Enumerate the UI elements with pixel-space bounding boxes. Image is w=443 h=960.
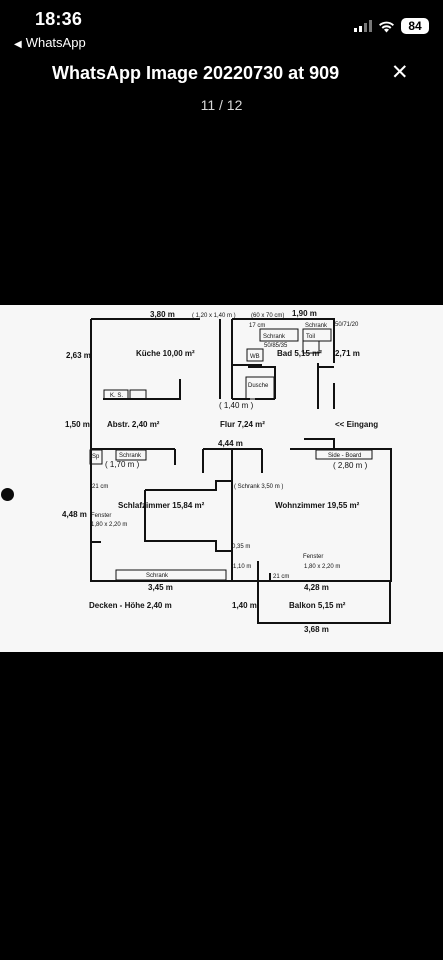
label-fenster-right: Fenster — [303, 554, 323, 560]
status-time: 18:36 — [35, 9, 83, 29]
label-wb: WB — [250, 354, 260, 360]
dim-fenster-right: 1,80 x 2,20 m — [304, 564, 340, 570]
floorplan-drawing: 3,80 m ( 1,20 x 1,40 m ) (60 x 70 cm) 1,… — [62, 309, 392, 634]
dim-4-28: 4,28 m — [304, 583, 329, 592]
label-schrank-350: ( Schrank 3,50 m ) — [234, 484, 283, 490]
label-sideboard: Side - Board — [328, 453, 361, 459]
dim-2-63: 2,63 m — [66, 351, 91, 360]
image-counter: 11 / 12 — [200, 97, 243, 113]
dim-3-45: 3,45 m — [148, 583, 173, 592]
label-decken: Decken - Höhe 2,40 m — [89, 601, 172, 610]
close-icon[interactable]: ✕ — [391, 61, 409, 84]
dim-1-50: 1,50 m — [65, 420, 90, 429]
label-eingang: << Eingang — [335, 420, 378, 429]
label-ks: K. S. — [110, 393, 123, 399]
dim-1-10: 1,10 m — [233, 564, 251, 570]
cellular-signal-icon — [354, 20, 372, 32]
image-title: WhatsApp Image 20220730 at 909 — [52, 63, 340, 83]
dim-window-kitchen: ( 1,20 x 1,40 m ) — [192, 313, 236, 319]
back-to-whatsapp-link[interactable]: ◀WhatsApp — [14, 35, 86, 50]
room-balkon: Balkon 5,15 m² — [289, 601, 346, 610]
label-dusche: Dusche — [248, 383, 269, 389]
dim-top-left: 3,80 m — [150, 310, 175, 319]
label-schrank-abstr: Schrank — [119, 453, 142, 459]
status-icons: 84 — [354, 18, 429, 34]
dim-17cm: 17 cm — [249, 323, 265, 329]
wifi-icon — [379, 21, 394, 32]
room-abstr: Abstr. 2,40 m² — [107, 420, 160, 429]
punch-hole-mark — [1, 488, 14, 501]
dim-50-85-35: 50/85/35 — [264, 343, 288, 349]
status-bar: 18:36 ◀WhatsApp 84 — [0, 0, 443, 54]
back-triangle-icon: ◀ — [14, 39, 22, 50]
room-flur: Flur 7,24 m² — [220, 420, 265, 429]
dim-4-44: 4,44 m — [218, 439, 243, 448]
label-schrank-bath: Schrank — [263, 334, 286, 340]
battery-icon: 84 — [401, 18, 429, 34]
back-label: WhatsApp — [25, 35, 86, 50]
label-schrank-right: Schrank — [305, 323, 328, 329]
dim-21cm-bottom: 21 cm — [273, 574, 289, 580]
dim-21cm-left: 21 cm — [92, 484, 108, 490]
dim-2-80: ( 2,80 m ) — [333, 461, 368, 470]
viewer-header: WhatsApp Image 20220730 at 909 ✕ — [0, 60, 443, 90]
dim-0-35: 0,35 m — [232, 544, 250, 550]
dim-4-48: 4,48 m — [62, 510, 87, 519]
room-wohnzimmer: Wohnzimmer 19,55 m² — [275, 501, 360, 510]
dim-window-bath: (60 x 70 cm) — [251, 313, 284, 319]
dim-top-right: 1,90 m — [292, 309, 317, 318]
dim-50-71-20: 50/71/20 — [335, 322, 359, 328]
dim-1-70: ( 1,70 m ) — [105, 460, 140, 469]
label-toil: Toil — [306, 334, 315, 340]
dim-1-40-balkon: 1,40 m — [232, 601, 257, 610]
label-sp: Sp — [92, 454, 100, 460]
room-bad: Bad 5,15 m² — [277, 349, 322, 358]
label-schrank-bottom: Schrank — [146, 573, 169, 579]
dim-1-40-door: ( 1,40 m ) — [219, 401, 254, 410]
room-kueche: Küche 10,00 m² — [136, 349, 195, 358]
floorplan-image[interactable]: 3,80 m ( 1,20 x 1,40 m ) (60 x 70 cm) 1,… — [0, 305, 443, 652]
label-fenster-left: Fenster — [91, 513, 111, 519]
dim-3-68: 3,68 m — [304, 625, 329, 634]
dim-fenster-left: 1,80 x 2,20 m — [91, 522, 127, 528]
dim-2-71: 2,71 m — [335, 349, 360, 358]
room-schlafzimmer: Schlafzimmer 15,84 m² — [118, 501, 205, 510]
